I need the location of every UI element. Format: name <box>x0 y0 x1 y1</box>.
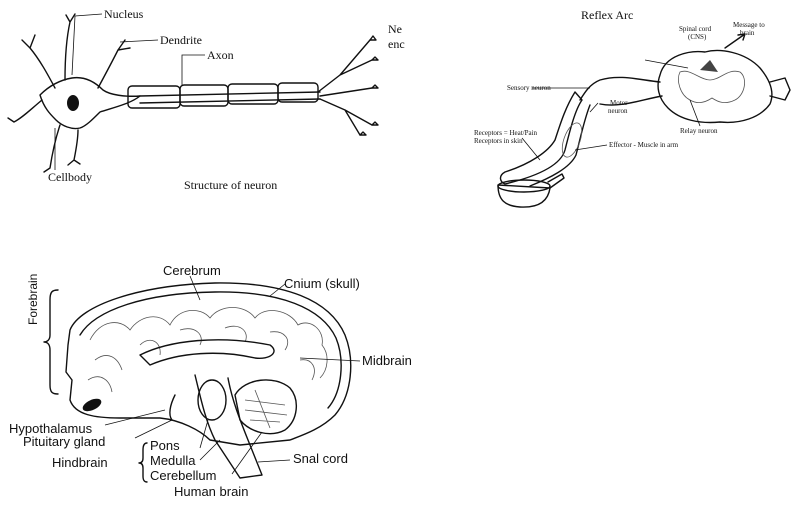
nucleus-label: Nucleus <box>104 7 144 21</box>
nucleus-dot <box>67 95 79 111</box>
forebrain-label: Forebrain <box>26 273 40 325</box>
pons-label: Pons <box>150 438 180 453</box>
message-label-1: Message to <box>733 21 765 29</box>
cellbody-label: Cellbody <box>48 170 92 184</box>
cranium-label: Cnium (skull) <box>284 276 360 291</box>
motor-neuron-label-2: neuron <box>608 107 628 115</box>
cns-label: (CNS) <box>688 33 707 41</box>
spinal-cord-label: Snal cord <box>293 451 348 466</box>
motor-neuron-label-1: Motor <box>610 99 628 107</box>
message-label-2: brain <box>740 29 755 37</box>
hindbrain-label: Hindbrain <box>52 455 108 470</box>
spinal-cord-label: Spinal cord <box>679 25 712 33</box>
axon-label: Axon <box>207 48 234 62</box>
effector-label: Effector - Muscle in arm <box>609 141 679 149</box>
receptors-label-1: Receptors = Heat/Pain <box>474 129 538 137</box>
nerve-ending-label-2: enc <box>388 37 405 51</box>
brain-caption: Human brain <box>174 484 249 499</box>
cerebrum-folds <box>89 307 328 379</box>
spinal-cord-section <box>657 49 773 124</box>
hypothalamus-label: Hypothalamus <box>9 421 93 436</box>
arm-outline <box>499 91 583 185</box>
cerebellum-shape <box>234 379 297 435</box>
medulla-label: Medulla <box>150 453 196 468</box>
cerebrum-label: Cerebrum <box>163 263 221 278</box>
nerve-ending-label-1: Ne <box>388 22 402 36</box>
receptors-label-2: Receptors in skin <box>474 137 523 145</box>
relay-neuron-label: Relay neuron <box>680 127 718 135</box>
pan-outline <box>497 184 551 208</box>
muscle <box>561 122 583 158</box>
reflex-arc-title: Reflex Arc <box>581 8 634 22</box>
cerebellum-label: Cerebellum <box>150 468 217 483</box>
sensory-neuron-label: Sensory neuron <box>507 84 551 92</box>
skull-outline <box>65 282 352 446</box>
midbrain-label: Midbrain <box>362 353 412 368</box>
neuron-cell-body <box>39 76 141 130</box>
pituitary-label: Pituitary gland <box>23 434 106 449</box>
dendrite-label: Dendrite <box>160 33 202 47</box>
neuron-caption: Structure of neuron <box>184 178 278 192</box>
